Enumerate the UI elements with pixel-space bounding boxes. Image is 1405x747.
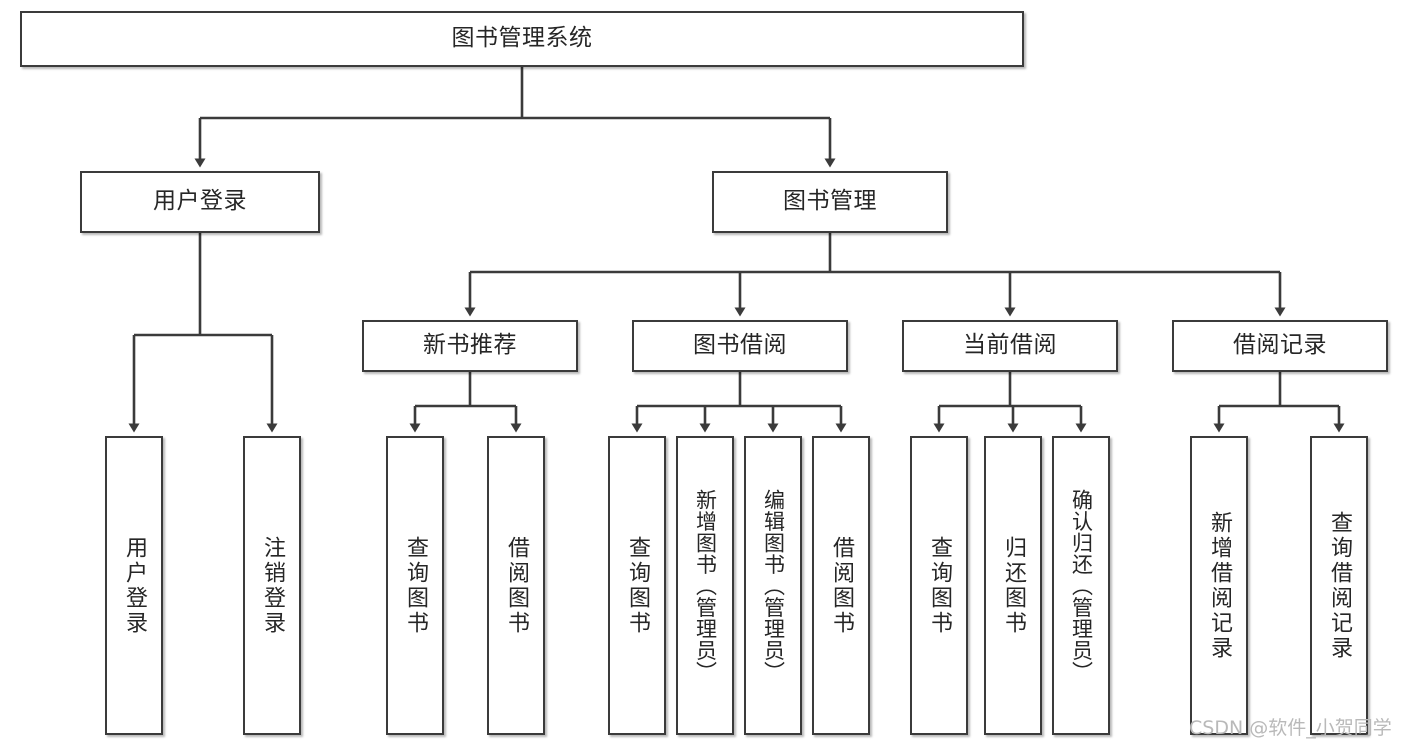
- node-leaf-return-book[interactable]: 归还图书: [984, 436, 1042, 735]
- node-leaf-logout[interactable]: 注销登录: [243, 436, 301, 735]
- node-user-login[interactable]: 用户登录: [80, 171, 320, 233]
- node-user-login-label: 用户登录: [153, 188, 247, 215]
- node-leaf-add-record[interactable]: 新增借阅记录: [1190, 436, 1248, 735]
- node-borrow-record-label: 借阅记录: [1233, 332, 1327, 359]
- node-book-manage-label: 图书管理: [783, 188, 877, 215]
- node-current-borrow[interactable]: 当前借阅: [902, 320, 1118, 372]
- node-new-book-recommend-label: 新书推荐: [423, 332, 517, 359]
- node-leaf-confirm-return[interactable]: 确认归还（管理员）: [1052, 436, 1110, 735]
- node-title[interactable]: 图书管理系统: [20, 11, 1024, 67]
- node-leaf-query-record-label: 查询借阅记录: [1327, 510, 1352, 661]
- node-leaf-add-record-label: 新增借阅记录: [1207, 510, 1232, 661]
- node-leaf-user-login-label: 用户登录: [122, 535, 147, 636]
- node-leaf-user-login[interactable]: 用户登录: [105, 436, 163, 735]
- node-current-borrow-label: 当前借阅: [963, 332, 1057, 359]
- node-leaf-borrow-book-1[interactable]: 借阅图书: [487, 436, 545, 735]
- node-leaf-borrow-book-2-label: 借阅图书: [829, 535, 854, 636]
- node-leaf-edit-book[interactable]: 编辑图书（管理员）: [744, 436, 802, 735]
- node-leaf-return-book-label: 归还图书: [1001, 535, 1026, 636]
- watermark-text: CSDN @软件_小贺同学: [1189, 717, 1392, 739]
- node-leaf-borrow-book-2[interactable]: 借阅图书: [812, 436, 870, 735]
- node-title-label: 图书管理系统: [451, 25, 593, 52]
- node-leaf-logout-label: 注销登录: [260, 535, 285, 636]
- node-leaf-query-book-2-label: 查询图书: [625, 535, 650, 636]
- node-book-manage[interactable]: 图书管理: [712, 171, 948, 233]
- node-leaf-query-record[interactable]: 查询借阅记录: [1310, 436, 1368, 735]
- node-leaf-query-book-2[interactable]: 查询图书: [608, 436, 666, 735]
- node-leaf-borrow-book-1-label: 借阅图书: [504, 535, 529, 636]
- node-leaf-confirm-return-label: 确认归还（管理员）: [1069, 488, 1094, 683]
- node-leaf-add-book[interactable]: 新增图书（管理员）: [676, 436, 734, 735]
- node-book-borrow-label: 图书借阅: [693, 332, 787, 359]
- node-borrow-record[interactable]: 借阅记录: [1172, 320, 1388, 372]
- node-leaf-edit-book-label: 编辑图书（管理员）: [761, 488, 786, 683]
- node-leaf-query-book-3[interactable]: 查询图书: [910, 436, 968, 735]
- node-leaf-query-book-1-label: 查询图书: [403, 535, 428, 636]
- node-book-borrow[interactable]: 图书借阅: [632, 320, 848, 372]
- node-leaf-query-book-3-label: 查询图书: [927, 535, 952, 636]
- node-leaf-query-book-1[interactable]: 查询图书: [386, 436, 444, 735]
- node-leaf-add-book-label: 新增图书（管理员）: [693, 488, 718, 683]
- node-new-book-recommend[interactable]: 新书推荐: [362, 320, 578, 372]
